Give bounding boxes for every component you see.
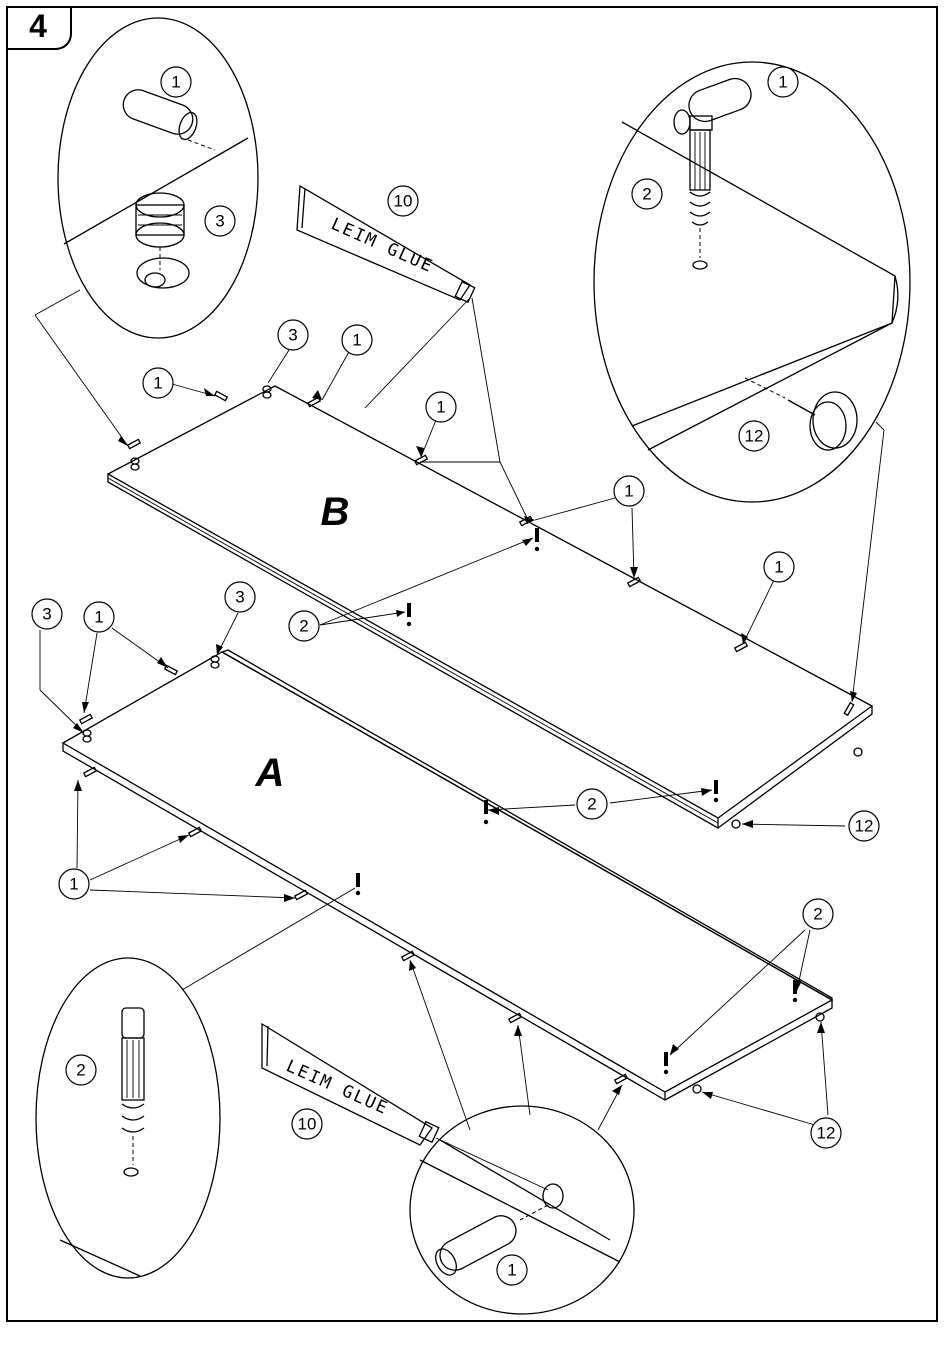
- callout-3-c: 3: [32, 599, 62, 629]
- svg-text:10: 10: [298, 1115, 317, 1134]
- callout-1-h: 1: [84, 602, 114, 632]
- callout-2-b: 2: [289, 611, 319, 641]
- callout-10-b: 10: [292, 1109, 322, 1139]
- callout-12-c: 12: [811, 1118, 841, 1148]
- callout-10-a: 10: [388, 186, 418, 216]
- glue-tube-bottom-text: LEIM GLUE: [283, 1056, 392, 1119]
- panel-a: A: [63, 650, 832, 1100]
- callout-2-c: 2: [577, 789, 607, 819]
- panel-a-label: A: [255, 751, 285, 795]
- callout-1-f: 1: [614, 476, 644, 506]
- callout-12-a: 12: [739, 421, 769, 451]
- svg-text:1: 1: [507, 1261, 516, 1280]
- callout-1-d: 1: [143, 368, 173, 398]
- svg-text:1: 1: [171, 73, 180, 92]
- glue-tube-top-text: LEIM GLUE: [328, 214, 437, 277]
- callout-2-d: 2: [803, 899, 833, 929]
- callout-2-e: 2: [66, 1055, 96, 1085]
- callout-1-a: 1: [161, 67, 191, 97]
- callout-3-b: 3: [278, 320, 308, 350]
- callout-1-g: 1: [764, 552, 794, 582]
- callout-1-c: 1: [342, 325, 372, 355]
- svg-text:12: 12: [745, 427, 764, 446]
- svg-text:2: 2: [813, 905, 822, 924]
- svg-text:1: 1: [436, 398, 445, 417]
- cam-bolt-marks: [356, 528, 797, 1074]
- callout-2-a: 2: [632, 179, 662, 209]
- callout-3-a: 3: [205, 206, 235, 236]
- svg-text:1: 1: [624, 482, 633, 501]
- svg-text:2: 2: [76, 1061, 85, 1080]
- cam-lock-marks: [83, 386, 271, 742]
- dowel-marks: [80, 391, 854, 1083]
- svg-text:1: 1: [352, 331, 361, 350]
- svg-text:12: 12: [817, 1124, 836, 1143]
- svg-text:1: 1: [153, 374, 162, 393]
- callout-1-e: 1: [426, 392, 456, 422]
- panel-b-label: B: [321, 490, 350, 534]
- callout-1-i: 1: [59, 869, 89, 899]
- detail-dowel: [410, 1106, 634, 1314]
- callout-1-j: 1: [497, 1255, 527, 1285]
- svg-text:1: 1: [69, 875, 78, 894]
- callout-3-d: 3: [225, 582, 255, 612]
- svg-text:2: 2: [299, 617, 308, 636]
- svg-text:2: 2: [642, 185, 651, 204]
- svg-text:3: 3: [42, 605, 51, 624]
- detail-cam-bolt-foot: [594, 62, 910, 702]
- panel-b: B: [108, 386, 872, 828]
- svg-text:1: 1: [778, 73, 787, 92]
- glue-tube-top: LEIM GLUE: [297, 186, 528, 520]
- svg-text:1: 1: [94, 608, 103, 627]
- leader-lines: [40, 350, 845, 1130]
- svg-text:10: 10: [394, 192, 413, 211]
- svg-text:3: 3: [235, 588, 244, 607]
- foot-marks: [693, 748, 862, 1093]
- svg-text:3: 3: [288, 326, 297, 345]
- callout-12-b: 12: [849, 811, 879, 841]
- svg-text:12: 12: [855, 817, 874, 836]
- callout-1-b: 1: [768, 67, 798, 97]
- svg-text:3: 3: [215, 212, 224, 231]
- svg-text:1: 1: [774, 558, 783, 577]
- svg-text:2: 2: [587, 795, 596, 814]
